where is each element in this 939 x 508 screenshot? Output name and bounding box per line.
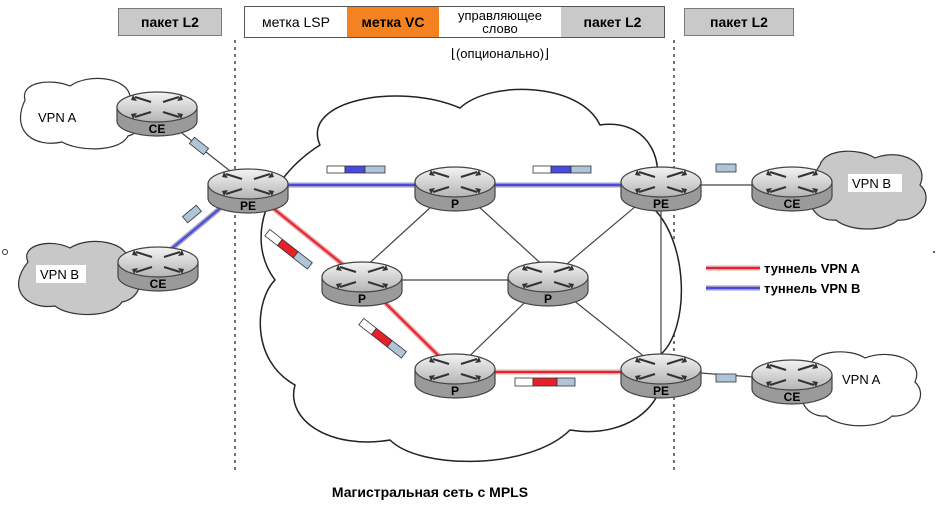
pe-router-right-bottom: PE	[620, 353, 702, 399]
tunnel-vpn-a	[246, 186, 661, 375]
edge-marker-left	[2, 249, 8, 255]
l2-packet-field: пакет L2	[561, 7, 664, 37]
p-router-top: P	[414, 166, 496, 212]
svg-text:CE: CE	[784, 197, 801, 211]
ce-router-vpn-b-left: CE	[117, 246, 199, 292]
edge-marker-right	[933, 251, 935, 253]
packet-vpn-a-2	[358, 317, 407, 359]
svg-text:PE: PE	[240, 199, 256, 213]
p-router-bottom: P	[414, 353, 496, 399]
diagram-caption: Магистральная сеть с MPLS	[331, 484, 529, 500]
vc-label-field: метка VC	[347, 7, 439, 37]
svg-text:CE: CE	[784, 390, 801, 404]
vpn-a-right-label: VPN A	[842, 372, 881, 387]
svg-text:PE: PE	[653, 384, 669, 398]
svg-text:P: P	[358, 292, 366, 306]
svg-text:CE: CE	[150, 277, 167, 291]
legend-tunnel-b: туннель VPN B	[764, 281, 860, 296]
control-word-field: управляющее слово	[458, 8, 542, 36]
legend-tunnel-a: туннель VPN A	[764, 261, 861, 276]
packet-l2-small	[181, 136, 737, 383]
packet-vpn-b-2	[532, 165, 592, 174]
mpls-frame-format: метка LSP метка VC управляющее слово пак…	[244, 6, 665, 38]
lsp-label-field: метка LSP	[262, 14, 330, 30]
ce-router-vpn-a-right: CE	[751, 359, 833, 405]
packet-vpn-b-1	[326, 165, 386, 174]
vpn-b-right-label: VPN B	[852, 176, 891, 191]
packet-vpn-a-1	[264, 228, 313, 270]
pe-router-right-top: PE	[620, 166, 702, 212]
svg-text:PE: PE	[653, 197, 669, 211]
l2-packet-left: пакет L2	[118, 8, 222, 36]
svg-text:P: P	[451, 384, 459, 398]
vpn-a-left-label: VPN A	[38, 110, 77, 125]
l2-packet-right: пакет L2	[684, 8, 794, 36]
mpls-cloud	[259, 88, 683, 463]
tunnel-vpn-b	[156, 182, 661, 262]
p-router-left: P	[321, 261, 403, 307]
svg-text:P: P	[544, 292, 552, 306]
vpn-b-left-label: VPN B	[40, 267, 79, 282]
legend: туннель VPN A туннель VPN B	[706, 261, 861, 296]
ce-router-vpn-a-left: CE	[116, 91, 198, 137]
svg-text:P: P	[451, 197, 459, 211]
p-router-right: P	[507, 261, 589, 307]
ce-router-vpn-b-right: CE	[751, 166, 833, 212]
optional-note: ⌊(опционально)⌋	[450, 46, 550, 61]
pe-router-left: PE	[207, 168, 289, 214]
svg-text:CE: CE	[149, 122, 166, 136]
packet-vpn-a-3	[514, 377, 576, 387]
